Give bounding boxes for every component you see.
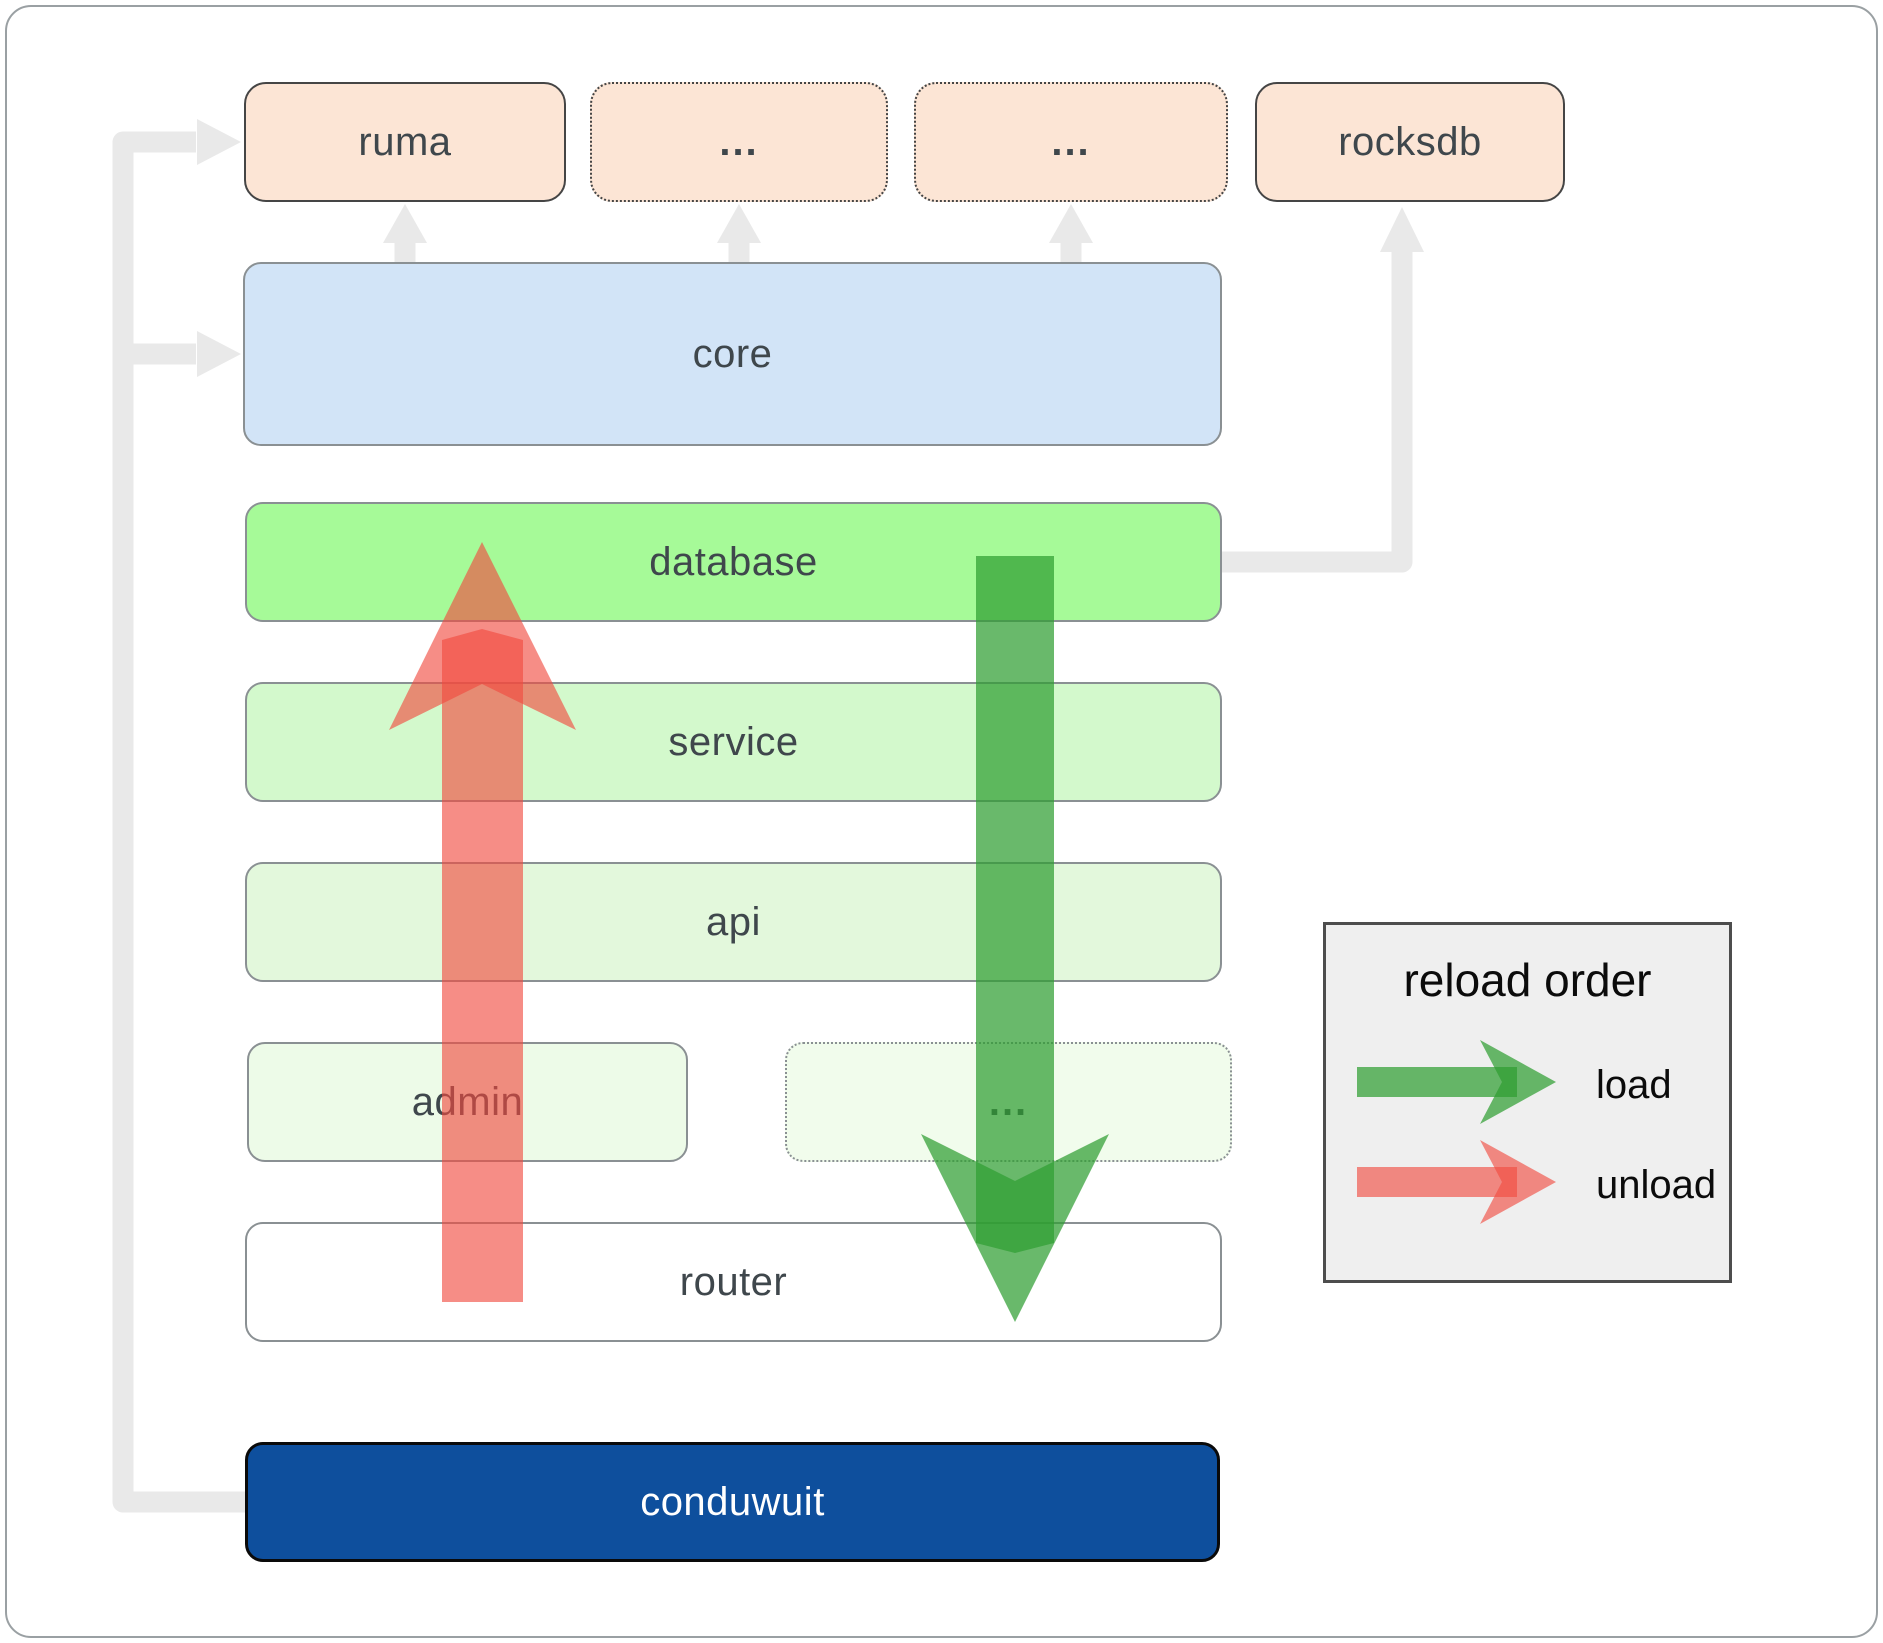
node-label-dep-ellipsis-2: ... <box>1051 119 1091 164</box>
node-label-api: api <box>706 899 761 944</box>
node-api: api <box>245 862 1222 982</box>
node-core: core <box>243 262 1222 446</box>
node-admin: admin <box>247 1042 688 1162</box>
legend-load-label: load <box>1596 1063 1672 1107</box>
arrowhead-core-to-ruma-icon <box>383 204 427 243</box>
connector-conduwuit-to-top <box>112 131 246 1513</box>
legend-unload-label: unload <box>1596 1163 1717 1207</box>
node-label-dep-ellipsis-1: ... <box>719 119 759 164</box>
arrowhead-into-ruma-icon <box>197 119 241 165</box>
connector-database-to-rocksdb <box>1222 248 1413 573</box>
legend-title: reload order <box>1403 954 1652 1006</box>
node-router: router <box>245 1222 1222 1342</box>
node-rocksdb: rocksdb <box>1255 82 1565 202</box>
node-label-rocksdb: rocksdb <box>1338 119 1482 164</box>
node-label-admin: admin <box>411 1079 524 1124</box>
node-label-router: router <box>679 1259 788 1304</box>
arrowhead-core-to-dep2-icon <box>717 204 761 243</box>
node-label-core: core <box>692 331 773 376</box>
legend-panel: reload order load unload <box>1323 922 1732 1283</box>
node-ruma: ruma <box>244 82 566 202</box>
node-service-ellipsis: ... <box>785 1042 1232 1162</box>
node-service: service <box>245 682 1222 802</box>
node-label-database: database <box>649 539 818 584</box>
arrowhead-core-to-dep3-icon <box>1049 204 1093 243</box>
node-label-service: service <box>668 719 799 764</box>
arrowhead-into-core-icon <box>197 331 241 377</box>
node-label-ruma: ruma <box>358 119 452 164</box>
outer-frame <box>5 5 1878 1638</box>
node-dep-ellipsis-1: ... <box>590 82 888 202</box>
node-label-conduwuit: conduwuit <box>640 1479 825 1524</box>
node-dep-ellipsis-2: ... <box>914 82 1228 202</box>
node-label-service-ellipsis: ... <box>988 1079 1029 1124</box>
arrowhead-into-rocksdb-icon <box>1380 207 1424 252</box>
node-database: database <box>245 502 1222 622</box>
node-conduwuit: conduwuit <box>245 1442 1220 1562</box>
